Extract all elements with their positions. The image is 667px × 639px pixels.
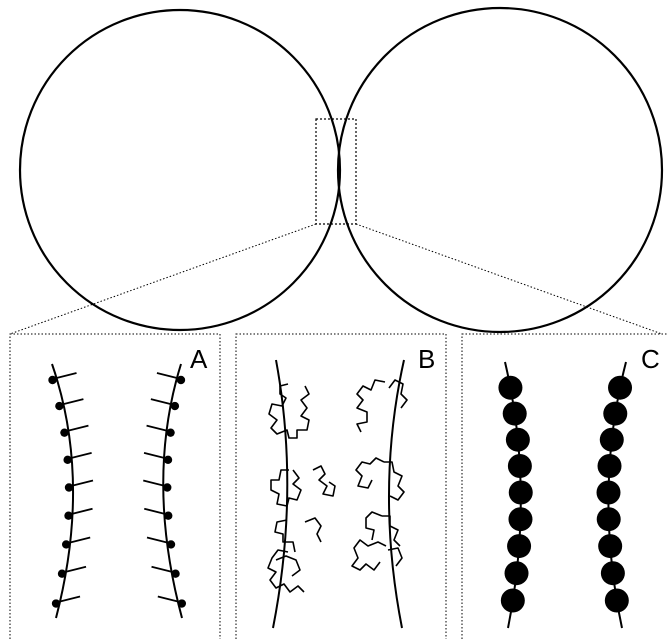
panel-a-left-chain-stem xyxy=(66,567,86,572)
right-particle-circle xyxy=(338,8,662,332)
panel-a-left-chain-stem xyxy=(73,481,93,486)
panel-a-left-chain-stem xyxy=(63,399,83,404)
panel-a-right-chain-stem xyxy=(151,399,171,404)
panel-c-left-sphere xyxy=(509,481,533,505)
panel-a-right-chain-stem xyxy=(152,567,172,572)
panel-b-coil xyxy=(275,518,321,552)
panel-a-left-chain-bead xyxy=(64,512,72,520)
panel-c-right-sphere xyxy=(598,454,622,478)
panel-a-right-chain-bead xyxy=(163,483,171,491)
panel-b-coil xyxy=(357,380,407,432)
panel-a-left-chain-stem xyxy=(57,373,77,378)
panel-a-right-chain-stem xyxy=(144,453,164,458)
panel-a-right-chain-bead xyxy=(164,456,172,464)
panel-c-right-sphere xyxy=(598,534,622,558)
panel-a-frame xyxy=(10,334,220,639)
panel-c-label: C xyxy=(641,344,660,374)
panel-a-left-chain-bead xyxy=(55,402,63,410)
panel-c-frame xyxy=(462,334,667,639)
panel-a-left-chain-stem xyxy=(60,597,80,602)
panel-c-right-sphere xyxy=(605,589,629,613)
panel-a-right-chain-stem xyxy=(147,426,167,431)
panel-a-right-chain-bead xyxy=(167,540,175,548)
panel-a-left-chains xyxy=(48,373,93,608)
panel-c-right-sphere xyxy=(600,428,624,452)
panel-a-left-chain-stem xyxy=(72,453,92,458)
panel-b-drawing: B xyxy=(268,344,435,628)
panel-a-left-chain-bead xyxy=(62,540,70,548)
panel-c-right-sphere xyxy=(597,507,621,531)
panel-c-right-particles xyxy=(597,376,633,613)
panel-c-left-sphere xyxy=(508,454,532,478)
panel-a-right-chain-stem xyxy=(157,373,177,378)
panel-a-right-chain-bead xyxy=(166,428,174,436)
panel-b-label: B xyxy=(418,344,435,374)
panel-a-left-chain-stem xyxy=(70,537,90,542)
panel-c-left-sphere xyxy=(501,589,525,613)
panel-c-left-sphere xyxy=(508,507,532,531)
panel-a-left-chain-bead xyxy=(60,428,68,436)
panel-a-right-chain-bead xyxy=(177,376,185,384)
panel-a-right-chain-stem xyxy=(144,509,164,514)
panel-a-right-chain-bead xyxy=(171,570,179,578)
panel-c-right-sphere xyxy=(608,376,632,400)
panel-a-left-chain-bead xyxy=(48,376,56,384)
panel-b-coil xyxy=(366,512,400,546)
panel-c-right-sphere xyxy=(601,561,625,585)
panel-a-left-chain-stem xyxy=(73,509,93,514)
panel-b-coil xyxy=(271,466,335,506)
zoom-leader-left xyxy=(10,224,316,334)
panel-a-left-chain-stem xyxy=(68,426,88,431)
panel-c-right-sphere xyxy=(603,402,627,426)
panel-b-coil xyxy=(356,458,404,500)
panel-a-label: A xyxy=(190,344,208,374)
panel-b-frame xyxy=(236,334,446,639)
panel-c-left-sphere xyxy=(498,376,522,400)
panel-c-left-sphere xyxy=(507,534,531,558)
panel-a-right-chain-stem xyxy=(158,597,178,602)
panel-b-coil xyxy=(269,384,309,438)
panel-c-right-sphere xyxy=(597,481,621,505)
panel-a-right-chain-stem xyxy=(143,481,163,486)
left-particle-circle xyxy=(20,10,340,330)
panel-a-right-chain-bead xyxy=(178,599,186,607)
panel-a-right-chain-stem xyxy=(147,537,167,542)
panel-a-right-chain-bead xyxy=(164,512,172,520)
panel-a-right-chain-bead xyxy=(171,402,179,410)
panel-c-left-sphere xyxy=(505,561,529,585)
panel-c-left-sphere xyxy=(506,428,530,452)
panel-c-left-sphere xyxy=(503,402,527,426)
panel-c-left-particles xyxy=(498,376,532,613)
panel-b-coil xyxy=(352,540,402,570)
panel-a-left-chain-bead xyxy=(63,456,71,464)
panel-b-coil xyxy=(268,550,304,592)
panel-a-left-chain-bead xyxy=(65,483,73,491)
panel-a-left-chain-bead xyxy=(52,599,60,607)
panel-a-right-chains xyxy=(143,373,186,608)
panel-a-drawing: A xyxy=(48,344,208,618)
panel-a-left-chain-bead xyxy=(58,570,66,578)
zoom-leader-right xyxy=(356,224,662,334)
panel-c-drawing: C xyxy=(498,344,659,628)
